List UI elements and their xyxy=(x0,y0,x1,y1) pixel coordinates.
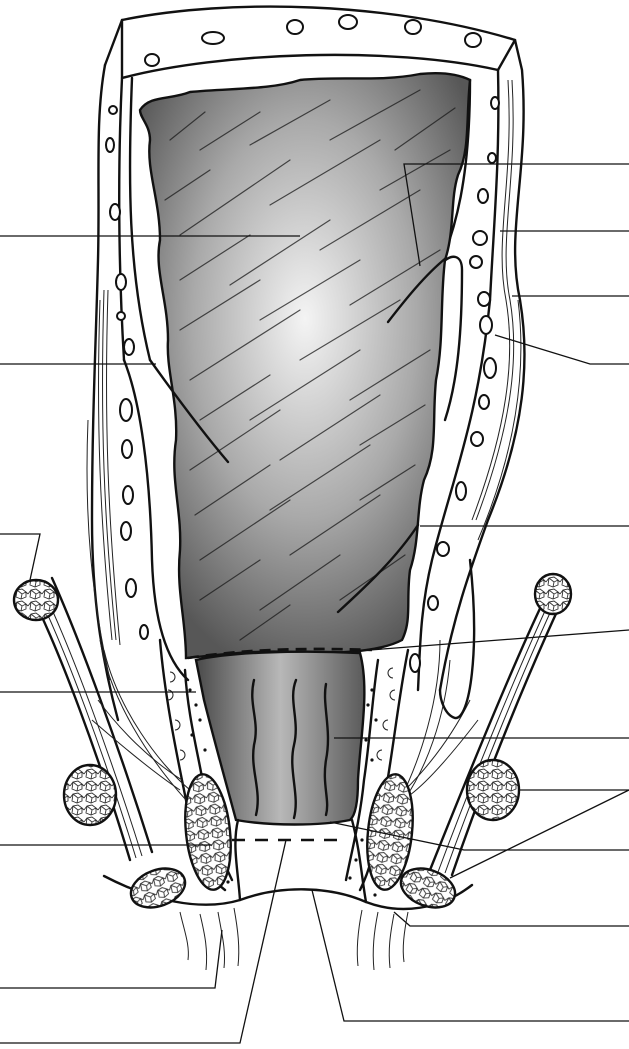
leader-left-3 xyxy=(0,534,40,580)
leader-right-12 xyxy=(312,890,629,1021)
levator-ani-left xyxy=(28,578,190,860)
anal-verge-inner xyxy=(235,820,240,900)
perianal-fibers xyxy=(180,908,408,970)
levator-ani-right xyxy=(400,598,560,875)
rectal-lumen xyxy=(140,73,470,658)
leader-left-6 xyxy=(0,930,222,988)
leader-right-4 xyxy=(495,335,629,364)
leader-right-6 xyxy=(370,630,629,650)
leader-right-11 xyxy=(394,912,629,926)
leader-left-7 xyxy=(0,840,286,1043)
